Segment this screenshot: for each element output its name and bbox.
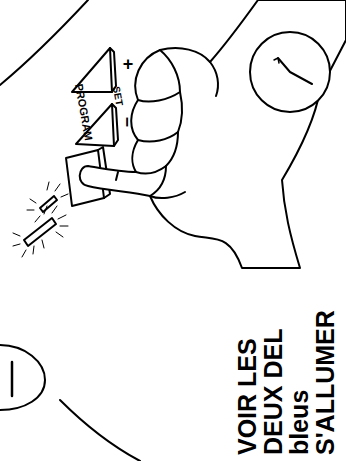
instruction-text: VOIR LES DEUX DEL bleus S'ALLUMER (234, 297, 338, 455)
housing-edge (60, 400, 140, 461)
button-label: SET (111, 85, 125, 106)
clock-hands (278, 58, 312, 84)
led-glow (13, 182, 68, 257)
hand-creases (116, 50, 218, 198)
housing-edge (0, 0, 88, 85)
clock-icon (250, 32, 330, 112)
round-button (0, 345, 45, 410)
plus-sign: + (123, 54, 134, 75)
minus-sign: – (116, 117, 137, 127)
minus-symbol (11, 362, 14, 396)
clock-arrow (274, 58, 279, 63)
hand (80, 0, 346, 268)
led (24, 218, 56, 246)
plus-button-side (110, 48, 116, 92)
